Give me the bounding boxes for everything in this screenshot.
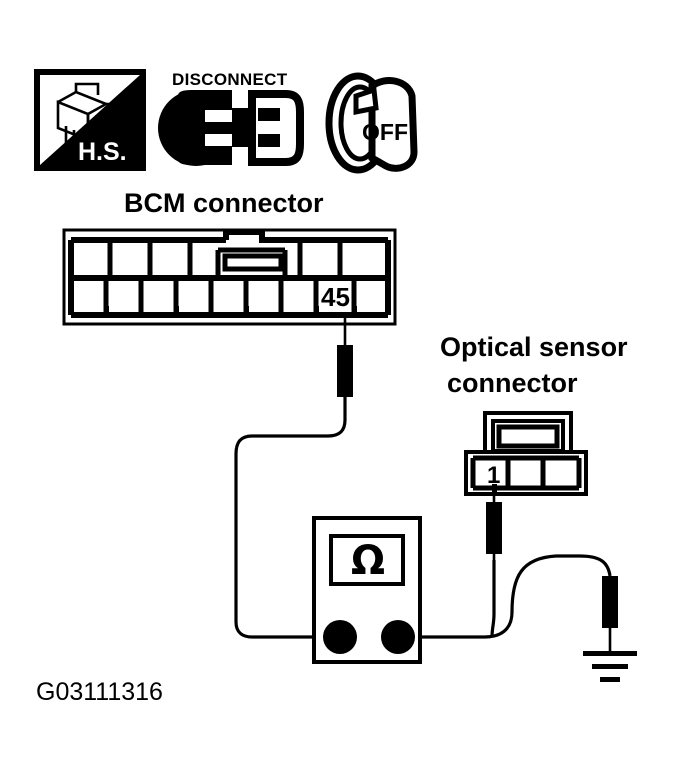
harness-side-icon: H.S. [34, 69, 146, 171]
bcm-connector-title: BCM connector [124, 188, 324, 218]
ignition-off-icon: OFF [325, 72, 418, 174]
wire-meter-to-optical-and-ground [412, 494, 612, 639]
ground-bar-3 [600, 677, 620, 682]
ground-bar-1 [583, 651, 637, 656]
wire-bcm-to-meter [234, 315, 347, 639]
ground-bar-2 [592, 664, 628, 669]
ohmmeter: Ω [312, 516, 422, 664]
probe-optical-pin-1 [486, 502, 502, 554]
probe-bcm-pin-45 [337, 345, 353, 397]
meter-terminal-left [323, 620, 357, 654]
bcm-connector: 45 [62, 228, 397, 326]
probe-ground [602, 576, 618, 628]
hs-label: H.S. [78, 138, 127, 166]
optical-pin-1-label: 1 [487, 462, 500, 489]
ignition-off-label: OFF [362, 119, 408, 145]
chassis-ground [583, 628, 637, 682]
disconnect-label: DISCONNECT [172, 70, 288, 89]
optical-sensor-title-line2: connector [447, 368, 578, 398]
ohm-symbol: Ω [351, 538, 385, 584]
figure-id-caption: G03111316 [36, 678, 163, 706]
optical-sensor-title-line1: Optical sensor [440, 332, 628, 362]
meter-terminal-right [381, 620, 415, 654]
bcm-pin-45-label: 45 [321, 282, 350, 312]
optical-sensor-connector: 1 [464, 411, 588, 496]
disconnect-icon: DISCONNECT [158, 70, 304, 166]
